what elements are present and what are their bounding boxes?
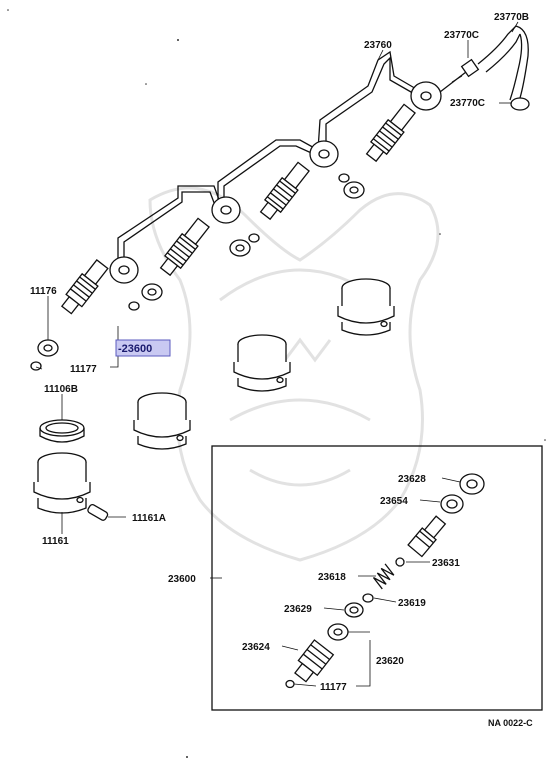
label-23619[interactable]: 23619 bbox=[398, 598, 426, 609]
pin bbox=[87, 503, 109, 521]
leakoff-hose bbox=[439, 25, 530, 111]
label-23624[interactable]: 23624 bbox=[242, 642, 270, 653]
diagram-code: NA 0022-C bbox=[488, 718, 533, 728]
combustion-chambers bbox=[33, 278, 395, 514]
part-labels: 23770B 23770C 23760 23770C 11176 -23600 … bbox=[30, 12, 533, 728]
label-23770C-right[interactable]: 23770C bbox=[450, 98, 485, 109]
label-23628[interactable]: 23628 bbox=[398, 474, 426, 485]
gasket-ring bbox=[39, 419, 85, 443]
scan-specks bbox=[7, 9, 546, 758]
label-23600-highlight[interactable]: -23600 bbox=[118, 343, 152, 355]
label-23770B[interactable]: 23770B bbox=[494, 12, 529, 23]
fuel-injection-pipes bbox=[117, 50, 419, 262]
label-23620[interactable]: 23620 bbox=[376, 656, 404, 667]
nozzle-exploded-parts bbox=[285, 473, 485, 689]
label-23760[interactable]: 23760 bbox=[364, 40, 392, 51]
leader-lines bbox=[35, 21, 519, 687]
pipe-clamps bbox=[109, 81, 442, 284]
label-11106B[interactable]: 11106B bbox=[44, 384, 78, 395]
label-11161A[interactable]: 11161A bbox=[132, 513, 166, 524]
label-11176[interactable]: 11176 bbox=[30, 286, 57, 297]
label-11177-box[interactable]: 11177 bbox=[320, 682, 347, 693]
label-23629[interactable]: 23629 bbox=[284, 604, 312, 615]
label-23600-box[interactable]: 23600 bbox=[168, 574, 196, 585]
label-11177-left[interactable]: 11177 bbox=[70, 364, 97, 375]
label-23770C-top[interactable]: 23770C bbox=[444, 30, 479, 41]
seat-washers bbox=[30, 173, 365, 371]
injector-nozzles bbox=[60, 103, 416, 315]
detail-box bbox=[211, 445, 543, 711]
label-23654[interactable]: 23654 bbox=[380, 496, 408, 507]
label-23631[interactable]: 23631 bbox=[432, 558, 460, 569]
label-23618[interactable]: 23618 bbox=[318, 572, 346, 583]
label-11161[interactable]: 11161 bbox=[42, 536, 69, 547]
highlight-callout[interactable] bbox=[115, 339, 171, 357]
